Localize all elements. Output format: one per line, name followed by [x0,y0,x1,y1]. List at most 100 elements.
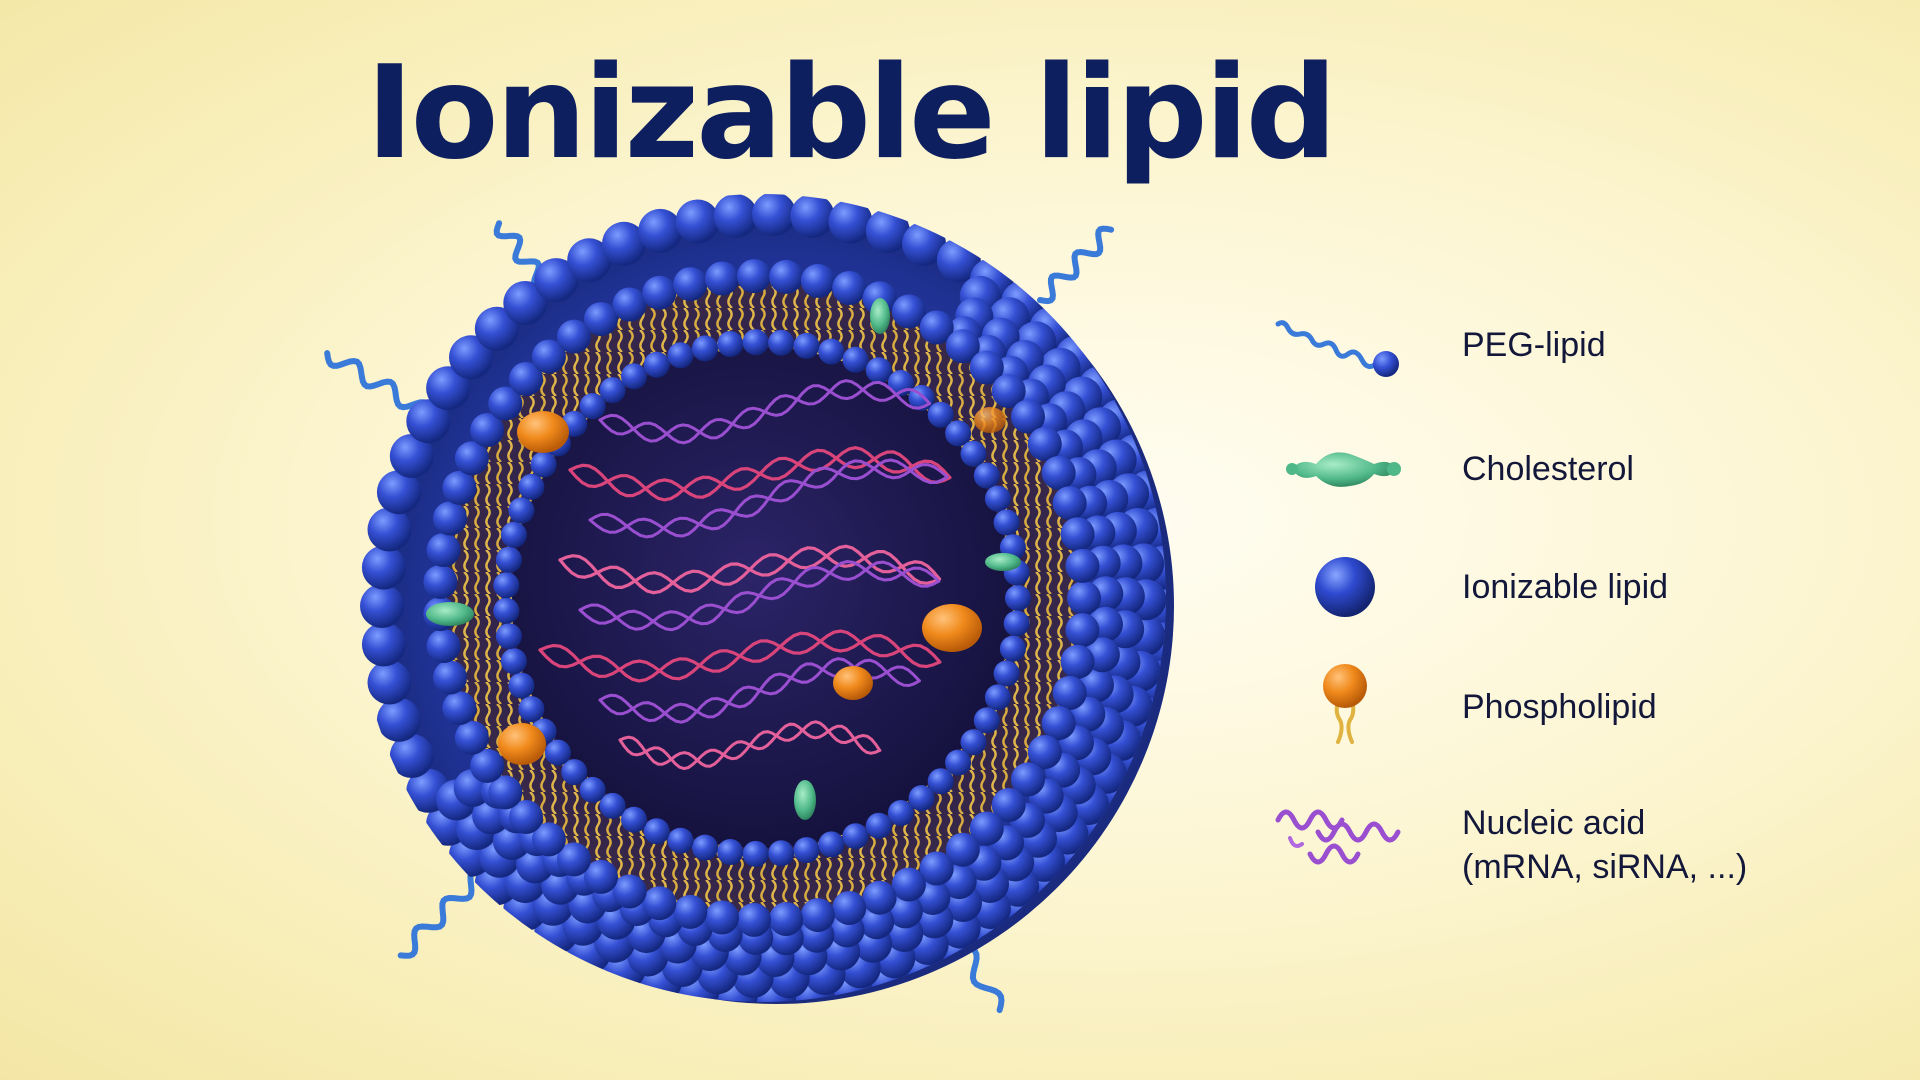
phospholipid-head [498,723,546,765]
ionizable-lipid-bead [945,832,980,867]
ionizable-lipid-bead [865,208,910,253]
ionizable-lipid-bead [500,648,527,675]
ionizable-lipid-bead [673,267,708,302]
phospholipid-head [517,411,569,453]
ionizable-lipid-bead [927,768,954,795]
ionizable-lipid-bead [518,473,545,500]
ionizable-lipid-bead [508,672,535,699]
ionizable-lipid-bead [508,497,535,524]
ionizable-lipid-bead [449,335,493,380]
cholesterol-molecule [794,780,816,820]
ionizable-lipid-bead [423,564,458,599]
ionizable-lipid-bead [599,792,626,819]
ionizable-lipid-bead [1005,585,1031,611]
ionizable-lipid-bead [454,720,489,755]
ionizable-lipid-bead [769,259,804,294]
peg-lipid-strand [324,350,433,418]
ionizable-lipid-bead [960,440,987,467]
ionizable-lipid-bead [790,194,835,238]
legend-item-ionizable-lipid: Ionizable lipid [1270,542,1830,632]
ionizable-lipid-bead [509,800,543,834]
cholesterol-icon [1286,452,1401,487]
ionizable-lipid-bead [793,837,820,864]
ionizable-lipid-bead [1065,548,1100,583]
ionizable-lipid-bead [692,834,718,861]
ionizable-lipid-bead [474,306,519,351]
ionizable-lipid-bead [360,584,404,628]
ionizable-lipid-bead [1011,762,1045,797]
ionizable-lipid-bead [832,891,867,925]
ionizable-lipid-bead [842,823,869,850]
ionizable-lipid-bead [887,800,914,826]
ionizable-lipid-bead [973,707,1000,734]
ionizable-lipid-bead [531,339,566,374]
nucleic-acid-strand [588,458,949,539]
ionizable-lipid-bead [426,533,461,567]
ionizable-lipid-bead [984,684,1011,711]
ionizable-lipid-bead [862,880,897,915]
ionizable-lipid-bead [667,827,694,854]
legend-label: Ionizable lipid [1462,567,1669,606]
ionizable-lipid-bead [376,697,421,742]
legend-label-line2: (mRNA, siRNA, ...) [1462,848,1748,886]
ionizable-lipid-bead [1011,399,1045,434]
legend-item-cholesterol: Cholesterol [1270,424,1830,514]
ionizable-lipid-bead [993,509,1020,536]
ionizable-lipid-bead [705,261,739,296]
ionizable-lipid-bead [945,749,972,776]
nucleic-acid-strand [578,560,941,631]
ionizable-lipid-bead [500,521,527,548]
legend-item-peg-lipid: PEG-lipid [1270,300,1830,390]
ionizable-lipid-bead [768,840,795,867]
nucleic-acid-strand [598,380,932,443]
ionizable-lipid-bead [973,462,1000,489]
ionizable-lipid-bead [530,451,557,478]
ionizable-lipid-bead [800,263,835,298]
ionizable-lipid-bead [567,238,612,283]
ionizable-lipid-bead [367,507,412,552]
nucleic-acid-strand [538,631,942,681]
ionizable-lipid-bead [433,660,467,695]
ionizable-lipid-bead [991,788,1026,822]
ionizable-lipid-bead [887,893,923,929]
ionizable-lipid-bead [612,874,647,909]
ionizable-lipid-bead [818,338,845,365]
ionizable-lipid-bead [433,501,467,536]
ionizable-lipid-bead [737,902,771,937]
ionizable-lipid-bead [717,839,744,865]
page-title: Ionizable lipid [366,39,1337,188]
cholesterol-molecule [426,602,474,626]
ionizable-lipid-bead [442,470,477,505]
ionizable-lipid-bead [557,842,591,877]
ionizable-lipid-bead [579,393,606,420]
ionizable-lipid-bead [1052,486,1087,521]
ionizable-lipid-bead [406,399,451,444]
ionizable-lipid-bead [919,310,954,345]
ionizable-lipid-bead [503,281,548,325]
ionizable-lipid-bead [584,302,618,337]
ionizable-lipid-bead [643,818,670,845]
nucleic-acid-strand [598,658,921,723]
ionizable-lipid-bead [1052,675,1087,710]
ionizable-lipid-bead [602,221,646,266]
ionizable-lipid-bead [999,635,1026,662]
ionizable-lipid-bead [584,859,618,894]
ionizable-lipid-bead [561,759,588,786]
ionizable-lipid-bead [828,199,873,244]
legend-item-phospholipid: Phospholipid [1270,662,1830,752]
ionizable-lipid-bead [1060,517,1095,552]
ionizable-lipid-bead [768,329,795,356]
ionizable-lipid-bead [742,329,769,356]
ionizable-lipid-bead [442,691,477,726]
legend-label: Nucleic acid (mRNA, siRNA, ...) [1462,801,1747,889]
ionizable-lipid-bead [752,194,796,236]
peg-lipid-strand [397,866,488,959]
ionizable-lipid-bead [534,258,579,303]
ionizable-lipid-bead [642,275,677,310]
nucleic-acid-strand [568,448,952,499]
ionizable-lipid-bead [927,401,954,428]
legend-label-line1: Nucleic acid [1462,803,1646,842]
ionizable-lipid-bead [638,208,683,253]
ionizable-lipid-bead [717,331,744,357]
ionizable-lipid-bead [470,413,505,448]
